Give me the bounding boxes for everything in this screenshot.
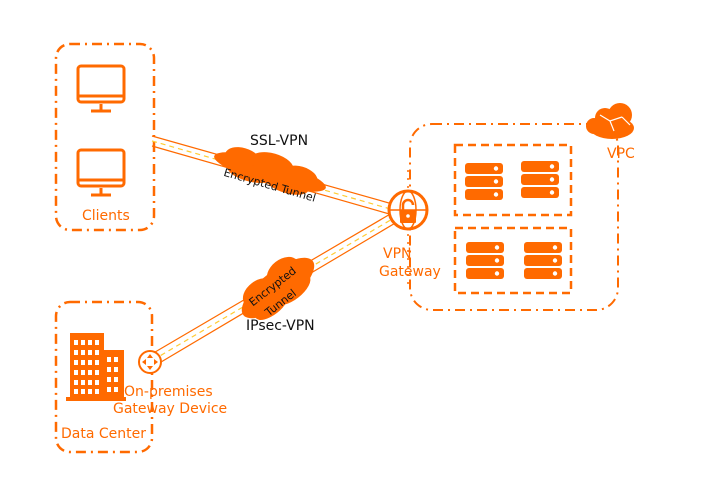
server-group-box-2 [453,226,573,295]
server-unit [521,187,559,198]
server-led [552,271,558,276]
server-stack-icon [524,242,562,279]
server-led [494,271,500,276]
clients-group-box [54,42,156,232]
data-center-label: Data Center [61,426,146,442]
server-unit [521,161,559,172]
server-unit [466,268,504,279]
server-led [549,164,555,169]
onprem-gateway-label-line1: On-premises [124,384,213,400]
ssl-encrypted-tunnel-cloud [214,147,326,195]
server-unit [465,163,503,174]
vpn-gateway-label-line2: Gateway [379,264,441,280]
ssl-vpn-label: SSL-VPN [250,133,309,149]
router-icon[interactable] [138,350,162,374]
globe-lock-icon[interactable] [387,170,429,290]
server-unit [524,255,562,266]
server-led [493,192,499,197]
vpc-label: VPC [607,146,635,162]
server-led [494,245,500,250]
vpn-gateway-label-line1: VPN [383,246,412,262]
server-unit [466,242,504,253]
servers [465,161,562,279]
server-unit [521,174,559,185]
data-center-group-box [54,300,154,454]
monitor-icon [76,64,126,113]
ipsec-vpn-label: IPsec-VPN [246,318,315,334]
server-led [549,190,555,195]
server-stack-icon [521,161,559,198]
server-led [494,258,500,263]
server-led [552,258,558,263]
onprem-gateway-label-line2: Gateway Device [113,401,228,417]
server-unit [524,242,562,253]
server-unit [465,176,503,187]
building-icon [66,333,126,401]
server-led [552,245,558,250]
server-stack-icon [465,163,503,200]
server-led [493,166,499,171]
server-group-box-1 [453,143,573,217]
ipsec-encrypted-tunnel-cloud [241,256,315,320]
vpc-group-box [409,123,619,311]
monitor-icon [76,148,126,197]
server-unit [466,255,504,266]
server-unit [524,268,562,279]
server-led [549,177,555,182]
clients-label: Clients [82,208,130,224]
cloud-network-icon [586,103,634,139]
server-unit [465,189,503,200]
server-led [493,179,499,184]
server-stack-icon [466,242,504,279]
